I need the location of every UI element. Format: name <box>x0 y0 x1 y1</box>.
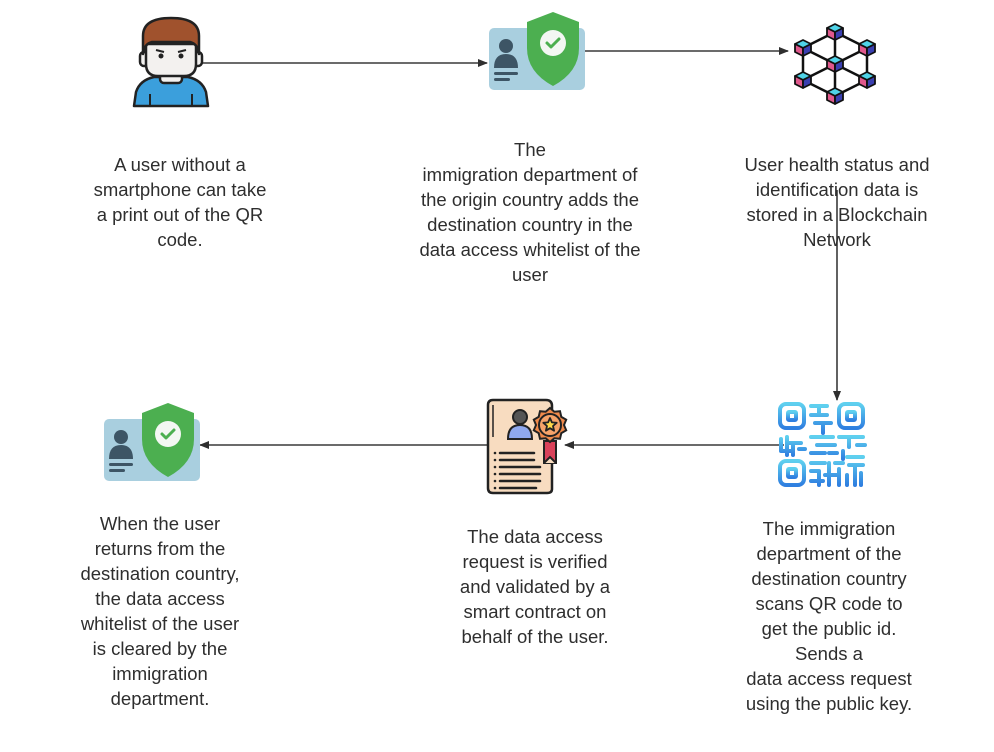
caption-blockchain: User health status and identification da… <box>744 154 930 250</box>
caption-origin-whitelist: The immigration department of the origin… <box>419 139 641 285</box>
caption-smart-contract: The data access request is verified and … <box>459 526 611 647</box>
block-cube-icon <box>826 87 844 105</box>
block-cube-icon <box>826 55 844 73</box>
block-cube-icon <box>858 71 876 89</box>
block-cube-icon <box>794 71 812 89</box>
user-avatar-icon <box>132 16 210 108</box>
certificate-icon <box>486 398 568 495</box>
node-whitelist-cleared <box>104 401 204 490</box>
block-cube-icon <box>826 23 844 41</box>
node-blockchain <box>785 18 885 113</box>
node-origin-whitelist <box>489 10 589 99</box>
node-user <box>128 14 214 115</box>
caption-qr-scan: The immigration department of the destin… <box>745 518 913 714</box>
node-smart-contract <box>484 397 574 500</box>
block-cube-icon <box>858 39 876 57</box>
caption-whitelist-cleared: When the user returns from the destinati… <box>80 513 240 709</box>
block-cube-icon <box>794 39 812 57</box>
id-card-shield-icon <box>104 403 200 481</box>
id-card-shield-icon <box>489 12 585 90</box>
blockchain-network-icon <box>794 23 876 105</box>
qr-code-icon <box>778 402 867 487</box>
caption-user: A user without a smartphone can take a p… <box>93 154 267 250</box>
node-qr-scan <box>777 401 869 494</box>
